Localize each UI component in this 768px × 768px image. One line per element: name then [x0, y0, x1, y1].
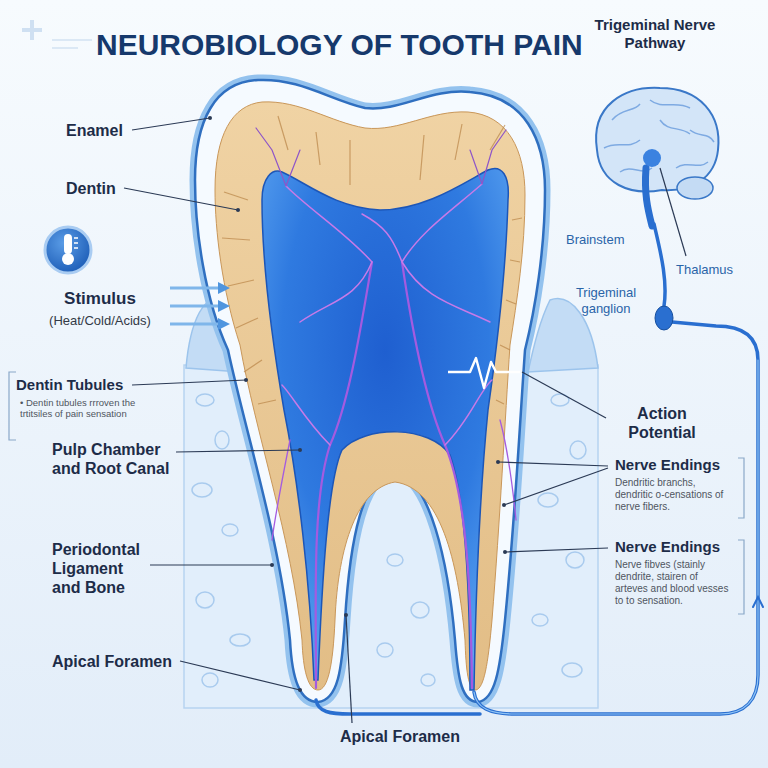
- pulp-chamber: [262, 168, 508, 690]
- signal-arrow: [753, 597, 763, 607]
- cross-mark: [22, 20, 42, 40]
- leader-line: [132, 380, 246, 385]
- bone-pore: [230, 634, 250, 646]
- leader-line: [150, 564, 272, 565]
- part-label: Apical Foramen: [52, 652, 180, 671]
- diagram-title: NEUROBIOLOGY OF TOOTH PAIN: [96, 27, 583, 63]
- leader-line: [346, 615, 352, 723]
- brain-label: Brainstem: [566, 232, 636, 248]
- thermometer-bulb: [62, 253, 74, 265]
- bone-pore: [566, 552, 584, 568]
- bracket: [738, 458, 744, 518]
- arrow-head: [218, 282, 230, 330]
- brackets: [9, 372, 744, 614]
- leader-dot: [208, 116, 212, 120]
- thermometer-tube: [64, 234, 72, 254]
- part-label: Dentin: [66, 179, 166, 198]
- leader-dot: [298, 688, 302, 692]
- brainstem-figure: [645, 168, 652, 226]
- nerve-trunk: [316, 700, 480, 714]
- trigeminal-pathway: [316, 224, 763, 714]
- trigeminal-ganglion: [655, 306, 673, 330]
- cerebellum: [677, 177, 713, 199]
- nerve-fiber: [316, 262, 372, 688]
- bracket: [738, 540, 744, 614]
- nerve-fiber: [402, 262, 472, 688]
- leader-dot: [344, 613, 348, 617]
- leader-dot: [496, 460, 500, 464]
- leader-line: [176, 450, 300, 452]
- leader-dot: [298, 448, 302, 452]
- pathway-heading: Trigeminal Nerve Pathway: [590, 16, 720, 52]
- leader-line: [180, 661, 300, 690]
- leader-lines: [124, 118, 686, 723]
- part-label: Dentin Tubules: [16, 376, 141, 394]
- thalamus-figure: [643, 149, 661, 167]
- brain-gyri: [604, 100, 714, 172]
- bone-pore: [538, 493, 558, 507]
- corner-decoration: [22, 20, 92, 48]
- bone-pore: [192, 483, 212, 497]
- bone-pore: [532, 614, 548, 626]
- stimulus-arrows: [170, 282, 230, 330]
- stimulus-note: (Heat/Cold/Acids): [30, 313, 170, 329]
- icon-circle: [45, 227, 91, 273]
- leader-dot: [270, 563, 274, 567]
- bone-pore: [215, 431, 229, 449]
- signal-label: Action Potential: [612, 404, 712, 442]
- deco-lines: [52, 40, 92, 48]
- leader-line: [522, 372, 606, 418]
- leader-line: [498, 462, 608, 505]
- temperature-icon: [45, 227, 91, 273]
- thermometer-ticks: [74, 238, 78, 248]
- stimulus-label: Stimulus: [40, 289, 160, 309]
- bone-pore: [196, 592, 214, 608]
- part-label: Nerve Endings: [615, 538, 735, 556]
- part-note: • Dentin tubules rrroven the trtitsiles …: [20, 397, 138, 420]
- bone-pore: [562, 663, 582, 677]
- bone-pore: [222, 524, 238, 536]
- brain-label: Thalamus: [676, 262, 748, 278]
- periodontal-ligament: [195, 80, 545, 702]
- bone-pore: [377, 643, 393, 657]
- part-label: Pulp Chamber and Root Canal: [52, 440, 177, 478]
- part-note: Dendritic branchs, dendritic o-censation…: [615, 477, 733, 513]
- part-label: Apical Foramen: [320, 727, 480, 746]
- leader-dots: [208, 116, 507, 692]
- nerve-highlight: [474, 360, 758, 714]
- bone-pore: [196, 394, 214, 406]
- bracket: [9, 372, 16, 440]
- leader-dot: [244, 378, 248, 382]
- leader-dot: [502, 503, 506, 507]
- part-label: Periodontal Ligament and Bone: [52, 540, 152, 598]
- bone-pore: [421, 674, 435, 686]
- pulp-nerve-fibers: [256, 128, 516, 688]
- leader-line: [505, 548, 608, 552]
- enamel-shell: [195, 80, 545, 702]
- dentin-layer: [215, 102, 525, 690]
- brain-figure: [596, 88, 718, 226]
- ganglion-label: Trigeminal ganglion: [566, 285, 646, 316]
- part-label: Nerve Endings: [615, 456, 735, 474]
- leader-dot: [236, 208, 240, 212]
- cerebrum: [596, 88, 718, 192]
- dentin-nerve-branch: [256, 128, 506, 186]
- nerve-branch: [272, 420, 516, 540]
- leader-line: [132, 118, 210, 130]
- bone-pore: [411, 602, 429, 618]
- action-potential-spike: [448, 358, 520, 388]
- leader-dot: [503, 550, 507, 554]
- leader-line: [660, 168, 686, 256]
- leader-line: [124, 188, 238, 210]
- part-label: Enamel: [66, 121, 166, 140]
- bone-pore: [387, 554, 403, 566]
- nerve-branch: [282, 184, 492, 445]
- nerve-trunk: [474, 322, 758, 714]
- bone-pore: [202, 673, 218, 687]
- part-note: Nerve fibves (stainly dendrite, stairen …: [615, 559, 733, 607]
- nerve-to-brainstem: [654, 224, 665, 306]
- bone-pore: [570, 441, 586, 459]
- arrow-shaft: [170, 288, 220, 324]
